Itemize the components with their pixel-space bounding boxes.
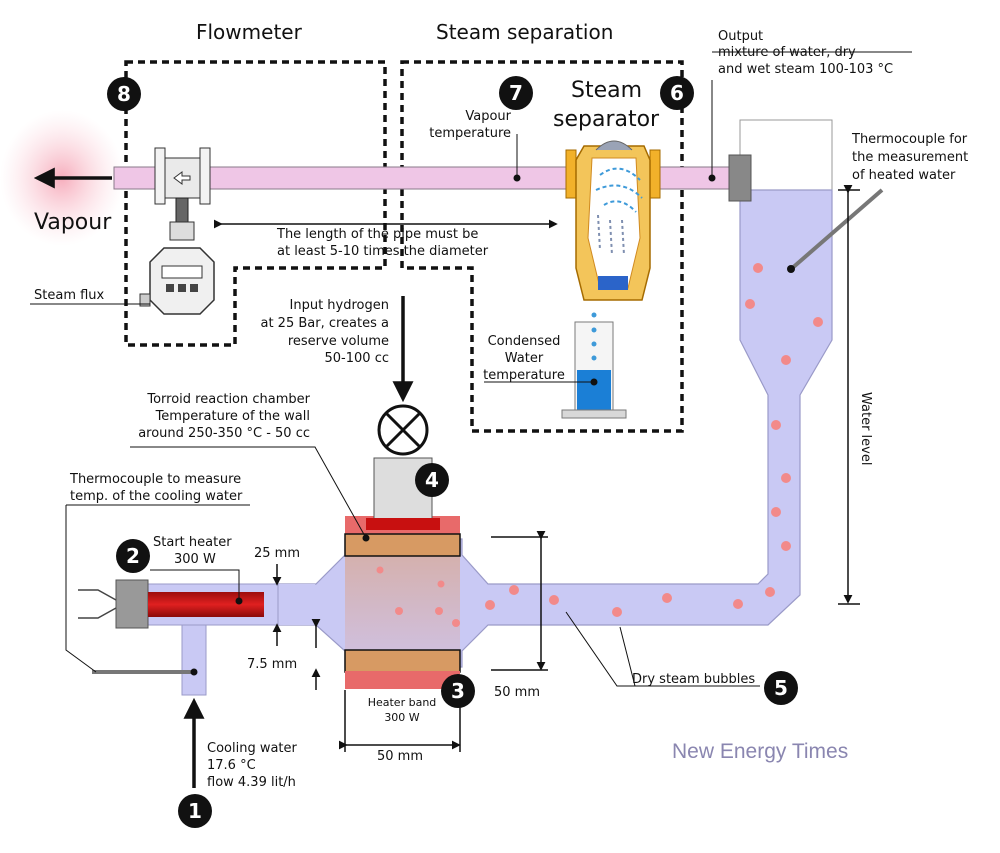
marker-8: 8 bbox=[107, 77, 141, 111]
marker-2: 2 bbox=[116, 539, 150, 573]
reservoir-base bbox=[366, 518, 440, 530]
vapour-label: Vapour bbox=[34, 210, 112, 235]
thermocouple-heated-line3: of heated water bbox=[852, 168, 956, 183]
heater-wires bbox=[78, 589, 117, 619]
start-heater-line1: Start heater bbox=[153, 535, 232, 550]
heated-water-probe-dot bbox=[787, 265, 795, 273]
marker-3: 3 bbox=[441, 674, 475, 708]
marker-6: 6 bbox=[660, 76, 694, 110]
dim-7-5mm: 7.5 mm bbox=[247, 657, 297, 672]
svg-text:1: 1 bbox=[188, 799, 202, 823]
svg-text:7: 7 bbox=[509, 81, 523, 105]
marker-7: 7 bbox=[499, 76, 533, 110]
bubbles bbox=[376, 263, 823, 627]
pipe-length-line1: The length of the pipe must be bbox=[276, 227, 478, 242]
input-hydrogen-line1: Input hydrogen bbox=[290, 298, 389, 313]
leader-lines bbox=[30, 51, 912, 687]
thermocouple-fitting bbox=[728, 154, 752, 202]
flowmeter-heading: Flowmeter bbox=[196, 20, 303, 44]
water-level-label: Water level bbox=[858, 392, 873, 465]
marker-4: 4 bbox=[415, 463, 449, 497]
condensed-water-beaker bbox=[561, 312, 627, 419]
condensed-water-line1: Condensed bbox=[488, 334, 561, 349]
steam-separation-box bbox=[400, 60, 684, 433]
valve-cross bbox=[384, 411, 422, 449]
thermocouple-cooling-line1: Thermocouple to measure bbox=[69, 472, 241, 487]
cooling-water-line2: 17.6 °C bbox=[207, 758, 256, 773]
steam-flux-label: Steam flux bbox=[34, 288, 105, 303]
thermocouple-heated-line1: Thermocouple for bbox=[851, 132, 968, 147]
thermocouple-heated-line2: the measurement bbox=[852, 150, 968, 165]
svg-text:3: 3 bbox=[451, 679, 465, 703]
steam-separator-device bbox=[565, 140, 661, 301]
marker-1: 1 bbox=[178, 794, 212, 828]
heated-water-thermocouple bbox=[788, 188, 884, 272]
chamber-top-wall bbox=[344, 533, 461, 557]
input-hydrogen-line4: 50-100 cc bbox=[325, 351, 389, 366]
pipe-length-line2: at least 5-10 times the diameter bbox=[277, 244, 489, 259]
output-label-line2: mixture of water, dry bbox=[718, 45, 856, 60]
svg-text:2: 2 bbox=[126, 544, 140, 568]
input-hydrogen-line3: reserve volume bbox=[288, 334, 389, 349]
dimension-lines bbox=[213, 184, 860, 752]
dim-50mm-horizontal: 50 mm bbox=[377, 749, 423, 764]
brand-watermark: New Energy Times bbox=[672, 740, 848, 763]
vapour-temperature-line1: Vapour bbox=[465, 109, 511, 124]
steam-separator-heading-line1: Steam bbox=[571, 78, 642, 103]
heater-band-line1: Heater band bbox=[368, 696, 437, 709]
vapour-temperature-line2: temperature bbox=[429, 126, 511, 141]
svg-text:8: 8 bbox=[117, 82, 131, 106]
torroid-line1: Torroid reaction chamber bbox=[146, 392, 310, 407]
dim-50mm-vertical: 50 mm bbox=[494, 685, 540, 700]
start-heater-line2: 300 W bbox=[174, 552, 216, 567]
cooling-inlet-pipe bbox=[181, 624, 207, 696]
output-label-line3: and wet steam 100-103 °C bbox=[718, 62, 893, 77]
output-label-line1: Output bbox=[718, 29, 763, 44]
thermocouple-cooling-line2: temp. of the cooling water bbox=[70, 489, 243, 504]
input-hydrogen-line2: at 25 Bar, creates a bbox=[260, 316, 389, 331]
output-pipe bbox=[659, 166, 734, 190]
torroid-line3: around 250-350 °C - 50 cc bbox=[138, 426, 310, 441]
torroid-line2: Temperature of the wall bbox=[155, 409, 310, 424]
marker-5: 5 bbox=[764, 671, 798, 705]
dim-25mm: 25 mm bbox=[254, 546, 300, 561]
heater-band-line2: 300 W bbox=[384, 711, 419, 724]
svg-text:6: 6 bbox=[670, 81, 684, 105]
condensed-water-line2: Water bbox=[505, 351, 544, 366]
heater-band bbox=[345, 671, 460, 689]
cooling-water-line1: Cooling water bbox=[207, 741, 298, 756]
dry-steam-bubbles-label: Dry steam bubbles bbox=[632, 672, 755, 687]
heater-plug bbox=[115, 579, 149, 629]
flowmeter-box bbox=[124, 60, 387, 347]
flowmeter-device bbox=[139, 147, 215, 315]
condensed-water-line3: temperature bbox=[483, 368, 565, 383]
steam-separation-heading: Steam separation bbox=[436, 20, 613, 44]
svg-text:5: 5 bbox=[774, 676, 788, 700]
steam-separator-heading-line2: separator bbox=[553, 107, 660, 132]
start-heater bbox=[148, 592, 264, 617]
chamber-bottom-wall bbox=[344, 649, 461, 673]
svg-text:4: 4 bbox=[425, 468, 439, 492]
cooling-water-line3: flow 4.39 lit/h bbox=[207, 775, 296, 790]
